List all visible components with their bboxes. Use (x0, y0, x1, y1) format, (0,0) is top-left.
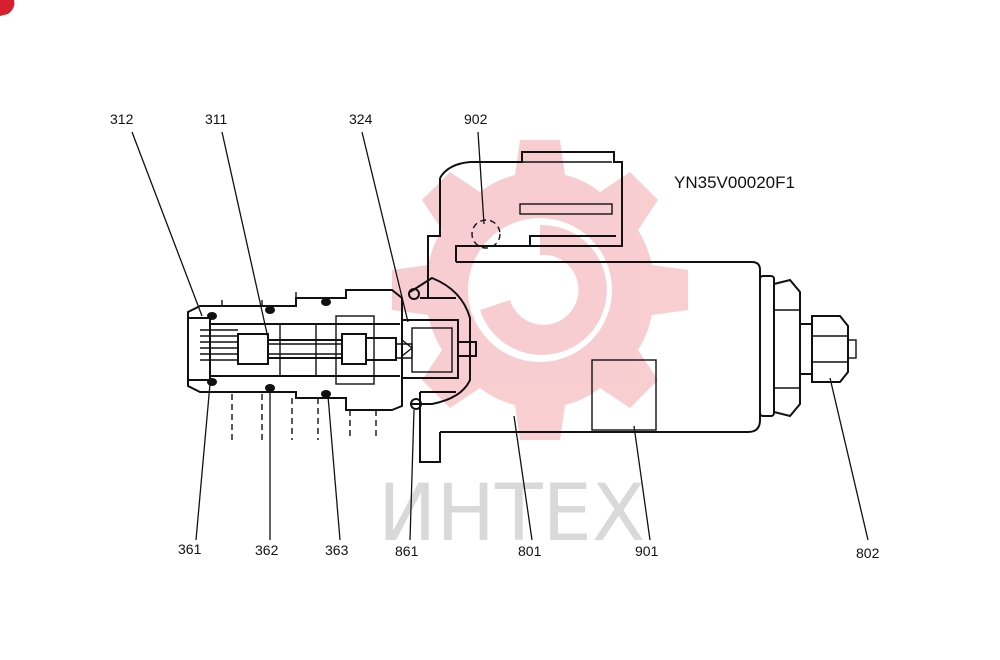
label-861: 861 (395, 543, 419, 559)
corner-mark (0, 0, 15, 16)
valve-body (187, 289, 403, 440)
label-802: 802 (856, 545, 880, 561)
flange-armature (396, 276, 477, 410)
leader-lines (131, 131, 869, 541)
label-312: 312 (110, 111, 134, 127)
label-311: 311 (205, 111, 228, 127)
label-901: 901 (635, 543, 659, 559)
solenoid-body (419, 151, 857, 463)
label-361: 361 (178, 541, 202, 557)
adjust-nut-802 (811, 315, 849, 383)
label-362: 362 (255, 542, 279, 558)
label-902: 902 (464, 111, 488, 127)
hidden-feature-902 (471, 219, 501, 249)
label-363: 363 (325, 542, 349, 558)
label-324: 324 (349, 111, 373, 127)
watermark-logo (392, 140, 688, 440)
watermark-text: ИНТЕХ (378, 469, 645, 559)
label-801: 801 (518, 543, 542, 559)
nameplate-901 (591, 359, 657, 431)
drawing-code: YN35V00020F1 (674, 173, 795, 192)
